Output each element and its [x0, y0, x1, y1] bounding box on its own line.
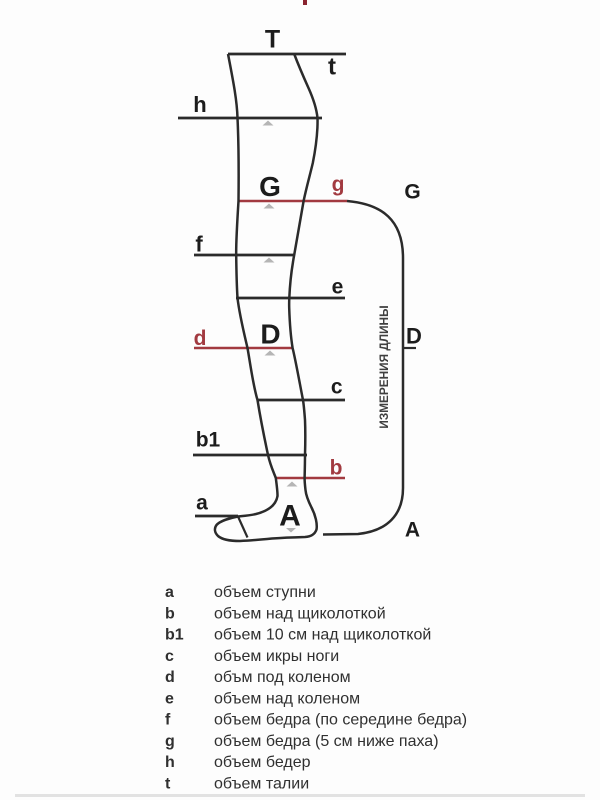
svg-text:объем над коленом: объем над коленом [214, 690, 360, 707]
svg-text:h: h [165, 754, 175, 771]
svg-text:объем ступни: объем ступни [214, 584, 316, 601]
svg-text:e: e [332, 276, 344, 299]
svg-text:d: d [194, 327, 207, 350]
svg-text:T: T [265, 26, 280, 54]
svg-text:b1: b1 [165, 627, 184, 644]
svg-text:a: a [196, 492, 208, 515]
svg-text:h: h [193, 92, 206, 117]
svg-text:объем бедра (по середине бедра: объем бедра (по середине бедра) [214, 712, 467, 729]
svg-text:b: b [330, 457, 343, 480]
svg-text:t: t [165, 776, 171, 793]
svg-text:объем бедер: объем бедер [214, 754, 311, 771]
svg-text:объм под коленом: объм под коленом [214, 669, 351, 686]
svg-text:объем бедра (5 см ниже паха): объем бедра (5 см ниже паха) [214, 733, 439, 750]
svg-text:g: g [332, 173, 345, 196]
svg-text:e: e [165, 690, 174, 707]
svg-text:a: a [165, 584, 174, 601]
svg-text:g: g [165, 733, 175, 750]
svg-text:G: G [404, 181, 420, 204]
svg-text:A: A [405, 519, 420, 542]
svg-text:D: D [406, 324, 422, 349]
svg-text:объем 10 см над щиколоткой: объем 10 см над щиколоткой [214, 627, 431, 644]
svg-text:D: D [260, 319, 280, 350]
svg-text:b: b [165, 605, 175, 622]
svg-text:объем над щиколоткой: объем над щиколоткой [214, 605, 386, 622]
svg-text:f: f [195, 232, 203, 257]
svg-text:A: A [279, 500, 301, 533]
svg-text:b1: b1 [196, 429, 221, 452]
svg-text:объем икры ноги: объем икры ноги [214, 648, 339, 665]
svg-text:c: c [331, 376, 343, 399]
svg-text:G: G [259, 171, 281, 202]
svg-text:ИЗМЕРЕНИЯ ДЛИНЫ: ИЗМЕРЕНИЯ ДЛИНЫ [377, 305, 391, 428]
svg-text:c: c [165, 648, 174, 665]
svg-text:f: f [165, 712, 171, 729]
svg-text:объем талии: объем талии [214, 776, 309, 793]
svg-text:t: t [328, 54, 336, 81]
svg-text:d: d [165, 669, 175, 686]
